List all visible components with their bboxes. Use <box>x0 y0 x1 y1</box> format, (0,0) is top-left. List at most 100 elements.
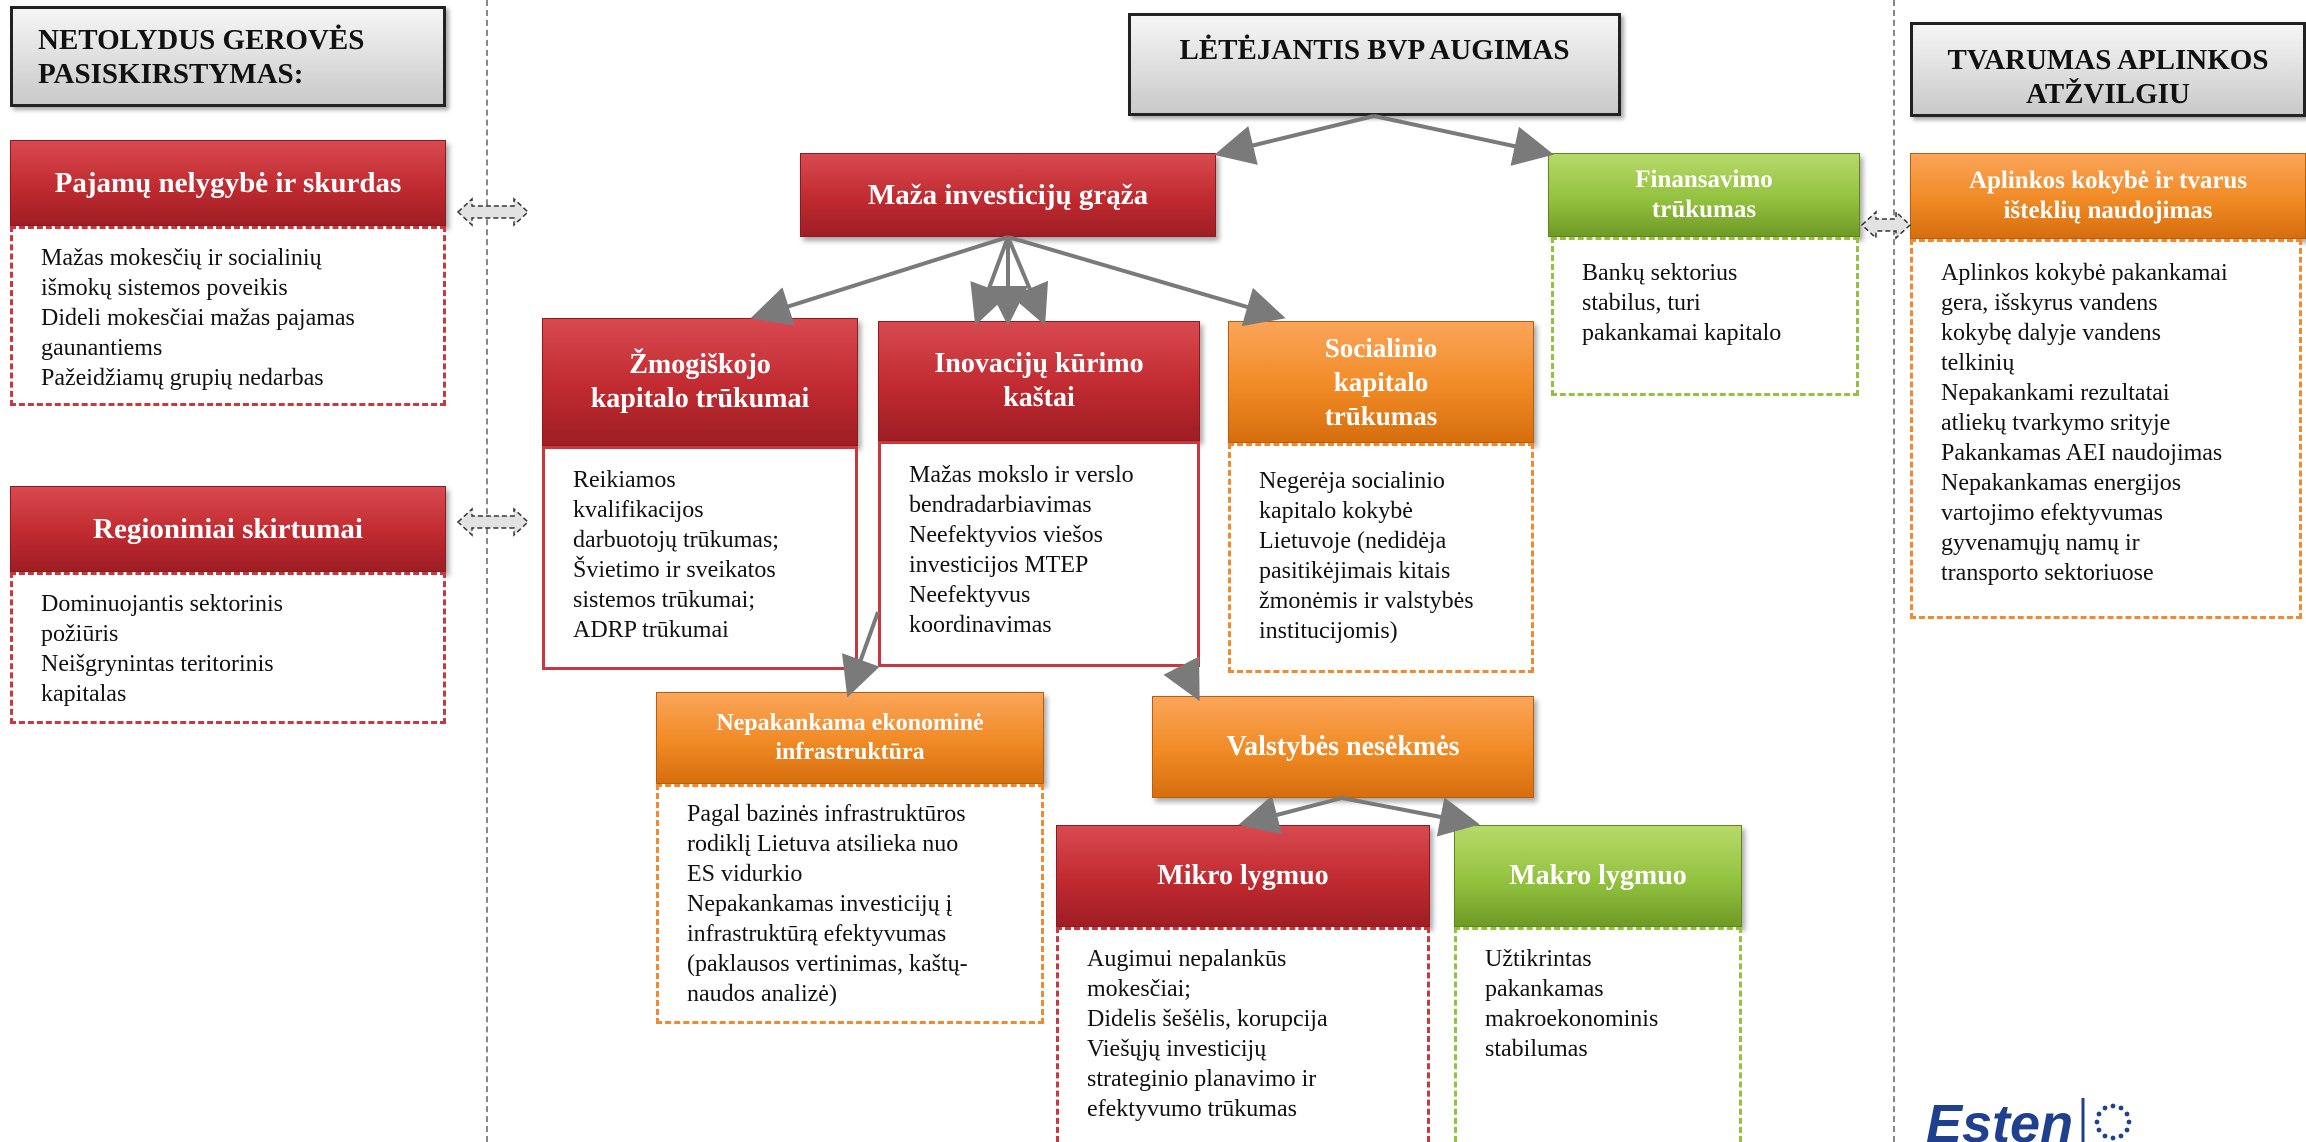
text-line: kokybę dalyje vandens <box>1941 320 2161 346</box>
node-environment-title-1: Aplinkos kokybė ir tvarus <box>1968 167 2248 194</box>
text-line: Neefektyvus <box>909 582 1031 608</box>
arrow-innovation-to-state <box>1163 656 1200 702</box>
separator-left <box>486 0 488 1142</box>
text-line: investicijos MTEP <box>909 552 1089 578</box>
text-line: vartojimo efektyvumas <box>1941 500 2163 526</box>
text-line: Aplinkos kokybė pakankamai <box>1941 260 2228 286</box>
node-innovation-costs: Inovacijų kūrimo kaštai <box>878 321 1200 441</box>
node-economic-infrastructure: Nepakankama ekonominė infrastruktūra <box>656 692 1044 784</box>
node-financing-shortage: Finansavimo trūkumas <box>1548 153 1860 237</box>
header-left-line-1: NETOLYDUS GEROVĖS <box>38 24 365 56</box>
text-line: transporto sektoriuose <box>1941 560 2154 586</box>
text-line: pasitikėjimais kitais <box>1259 558 1451 584</box>
text-line: stabilus, turi <box>1582 290 1701 316</box>
header-environmental-sustainability: TVARUMAS APLINKOS ATŽVILGIU <box>1910 22 2306 117</box>
node-micro-level: Mikro lygmuo <box>1056 825 1430 927</box>
text-line: institucijomis) <box>1259 618 1398 644</box>
node-human-capital-title-1: Žmogiškojo <box>629 349 771 381</box>
separator-right <box>1893 0 1895 1142</box>
text-line: išmokų sistemos poveikis <box>41 275 288 301</box>
text-line: Reikiamos <box>573 467 676 493</box>
node-environment-quality: Aplinkos kokybė ir tvarus išteklių naudo… <box>1910 153 2306 239</box>
box-income-inequality: Mažas mokesčių ir socialinių išmokų sist… <box>10 226 446 406</box>
text-line: naudos analizė) <box>687 981 837 1007</box>
text-line: Mažas mokslo ir verslo <box>909 462 1134 488</box>
box-micro-level: Augimui nepalankūs mokesčiai; Didelis še… <box>1056 927 1430 1142</box>
text-line: Neišgrynintas teritorinis <box>41 651 274 677</box>
node-regional-differences: Regioniniai skirtumai <box>10 486 446 572</box>
text-line: Negerėja socialinio <box>1259 468 1445 494</box>
box-human-capital: Reikiamos kvalifikacijos darbuotojų trūk… <box>542 446 858 670</box>
node-social-capital: Socialinio kapitalo trūkumas <box>1228 321 1534 443</box>
box-economic-infrastructure: Pagal bazinės infrastruktūros rodiklį Li… <box>656 784 1044 1024</box>
text-line: Pažeidžiamų grupių nedarbas <box>41 365 324 391</box>
node-state-failures: Valstybės nesėkmės <box>1152 696 1534 798</box>
text-line: požiūris <box>41 621 119 647</box>
box-environment-quality: Aplinkos kokybė pakankamai gera, išskyru… <box>1910 239 2302 619</box>
node-social-title-3: trūkumas <box>1324 401 1438 431</box>
text-line: telkinių <box>1941 350 2015 376</box>
text-line: Nepakankami rezultatai <box>1941 380 2170 406</box>
box-innovation-costs: Mažas mokslo ir verslo bendradarbiavimas… <box>878 441 1200 667</box>
text-line: gyvenamųjų namų ir <box>1941 530 2140 556</box>
text-line: Didelis šešėlis, korupcija <box>1087 1006 1328 1032</box>
arrow-state-to-micro <box>1238 795 1343 835</box>
text-line: ES vidurkio <box>687 861 803 887</box>
arrow-return-to-human <box>750 235 1009 326</box>
arrow-innovation-to-infrastructure <box>841 611 880 698</box>
text-line: rodiklį Lietuva atsilieka nuo <box>687 831 959 857</box>
header-right-line-2: ATŽVILGIU <box>2026 78 2190 110</box>
node-state-failures-title: Valstybės nesėkmės <box>1226 731 1460 763</box>
text-line: ADRP trūkumai <box>573 617 729 643</box>
node-low-investment-return-title: Maža investicijų grąža <box>867 178 1149 211</box>
text-line: Viešųjų investicijų <box>1087 1036 1267 1062</box>
text-line: Lietuvoje (nedidėja <box>1259 528 1447 554</box>
header-center-text: LĖTĖJANTIS BVP AUGIMAS <box>1179 34 1570 66</box>
text-line: Mažas mokesčių ir socialinių <box>41 245 322 271</box>
node-human-capital-title-2: kapitalo trūkumai <box>590 383 810 414</box>
text-line: mokesčiai; <box>1087 976 1191 1002</box>
text-line: kapitalas <box>41 681 127 707</box>
eu-stars-icon <box>2081 1098 2132 1142</box>
text-line: koordinavimas <box>909 612 1052 638</box>
arrow-gdp-to-low-return <box>1214 114 1375 165</box>
node-social-title-1: Socialinio <box>1324 333 1438 363</box>
text-line: pakankamas <box>1485 976 1604 1002</box>
arrow-return-to-social <box>1007 235 1286 327</box>
node-financing-title-1: Finansavimo <box>1635 166 1773 193</box>
text-line: (paklausos vertinimas, kaštų- <box>687 951 968 977</box>
box-macro-level: Užtikrintas pakankamas makroekonominis s… <box>1454 927 1742 1142</box>
double-arrow-icon <box>456 197 1912 537</box>
text-line: strateginio planavimo ir <box>1087 1066 1317 1092</box>
text-line: Pagal bazinės infrastruktūros <box>687 801 966 827</box>
text-line: pakankamai kapitalo <box>1582 320 1782 346</box>
node-social-title-2: kapitalo <box>1333 367 1429 397</box>
node-infrastructure-title-1: Nepakankama ekonominė <box>716 710 984 737</box>
text-line: žmonėmis ir valstybės <box>1259 588 1474 614</box>
arrow-gdp-to-financing <box>1373 114 1554 166</box>
logo-text: Esten <box>1926 1094 2074 1142</box>
node-regional-differences-title: Regioniniai skirtumai <box>93 512 363 545</box>
box-regional-differences: Dominuojantis sektorinis požiūris Neišgr… <box>10 572 446 724</box>
text-line: bendradarbiavimas <box>909 492 1092 518</box>
text-line: stabilumas <box>1485 1036 1588 1062</box>
header-slowing-gdp: LĖTĖJANTIS BVP AUGIMAS <box>1128 13 1621 116</box>
text-line: Nepakankamas investicijų į <box>687 891 953 917</box>
node-low-investment-return: Maža investicijų grąža <box>800 153 1216 237</box>
text-line: Dominuojantis sektorinis <box>41 591 283 617</box>
text-line: Dideli mokesčiai mažas pajamas <box>41 305 355 331</box>
node-micro-level-title: Mikro lygmuo <box>1157 860 1329 892</box>
node-macro-level-title: Makro lygmuo <box>1509 860 1687 892</box>
text-line: efektyvumo trūkumas <box>1087 1096 1297 1122</box>
header-right-line-1: TVARUMAS APLINKOS <box>1947 44 2269 76</box>
node-innovation-title-2: kaštai <box>1003 382 1075 413</box>
text-line: infrastruktūrą efektyvumas <box>687 921 947 947</box>
text-line: kvalifikacijos <box>573 497 704 523</box>
text-line: sistemos trūkumai; <box>573 587 755 613</box>
logo: Esten <box>1926 1094 2139 1142</box>
text-line: atliekų tvarkymo srityje <box>1941 410 2171 436</box>
box-financing-shortage: Bankų sektorius stabilus, turi pakankama… <box>1551 237 1859 396</box>
text-line: Užtikrintas <box>1485 946 1592 972</box>
text-line: Neefektyvios viešos <box>909 522 1103 548</box>
